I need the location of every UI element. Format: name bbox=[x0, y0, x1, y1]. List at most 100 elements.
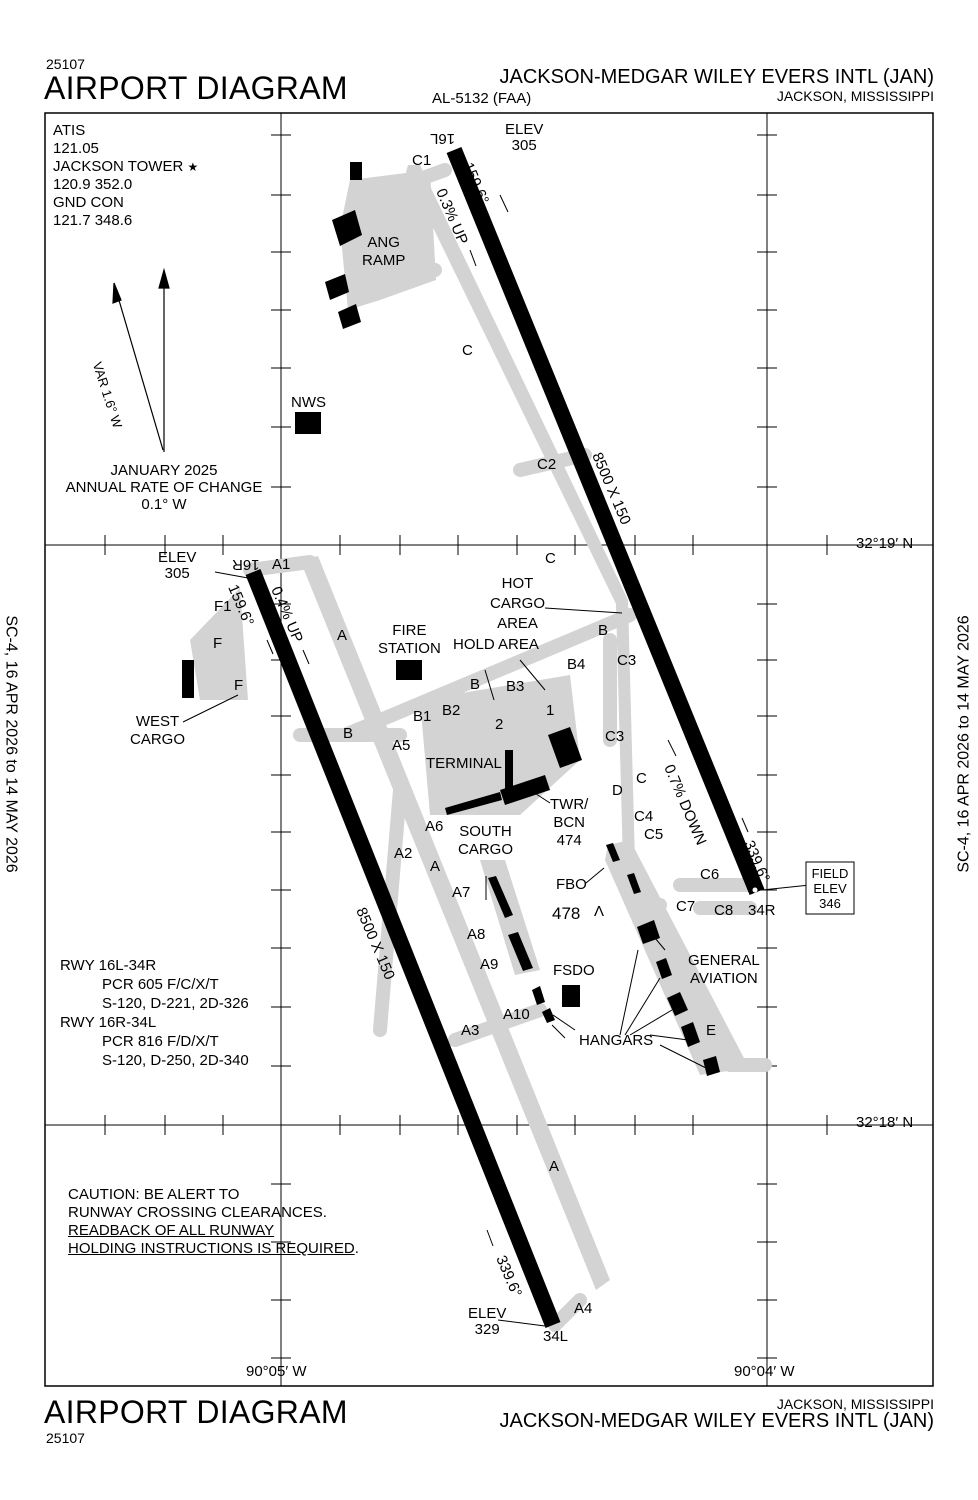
taxiway-C7: C7 bbox=[676, 898, 696, 915]
taxiway-A6: A6 bbox=[425, 818, 444, 835]
west-cargo-building bbox=[182, 660, 194, 698]
obstacle-icon: Λ bbox=[594, 903, 605, 920]
atis-label: ATIS bbox=[53, 122, 86, 139]
rwy-34L-label: 34L bbox=[543, 1328, 569, 1345]
taxiway-C1: C1 bbox=[412, 152, 432, 169]
rwy-34L-elev: ELEV 329 bbox=[468, 1305, 507, 1338]
footer-airport-name: JACKSON-MEDGAR WILEY EVERS INTL (JAN) bbox=[499, 1410, 934, 1432]
fire-station-building bbox=[396, 660, 422, 680]
tower-freq: 120.9 352.0 bbox=[53, 176, 133, 193]
footer-city-state: JACKSON, MISSISSIPPI bbox=[776, 1396, 934, 1412]
star-icon: ★ bbox=[187, 160, 199, 174]
taxiway-C5: C5 bbox=[644, 826, 664, 843]
taxiway-A3: A3 bbox=[461, 1022, 480, 1039]
taxiway-A-north: A bbox=[337, 627, 348, 644]
runway-16L-34R bbox=[446, 146, 765, 896]
taxiway-F1: F1 bbox=[214, 598, 232, 615]
taxiway-D: D bbox=[612, 782, 623, 799]
ang-ramp-label: ANG RAMP bbox=[362, 234, 406, 269]
nws-label: NWS bbox=[291, 394, 326, 411]
taxiway-B-mid: B bbox=[470, 676, 481, 693]
terminal-label: TERMINAL bbox=[426, 755, 502, 772]
magnetic-date: JANUARY 2025 bbox=[110, 462, 218, 479]
nws-building bbox=[295, 412, 321, 434]
obstacle-elev: 478 bbox=[552, 904, 581, 923]
taxiway-F-lower: F bbox=[234, 677, 244, 694]
field-elev-point bbox=[752, 887, 758, 893]
taxiway-B-west: B bbox=[343, 725, 354, 742]
taxiway-B3: B3 bbox=[506, 678, 525, 695]
buildings bbox=[182, 162, 720, 1076]
taxiway-C-south: C bbox=[636, 770, 647, 787]
taxiway-A5: A5 bbox=[392, 737, 411, 754]
lon-left-label: 90°05′ W bbox=[246, 1363, 307, 1380]
taxiway-B-east: B bbox=[598, 622, 609, 639]
taxiway-E: E bbox=[706, 1022, 717, 1039]
city-state: JACKSON, MISSISSIPPI bbox=[776, 88, 934, 104]
taxiway-F-upper: F bbox=[213, 635, 223, 652]
rwy-16R-label: 16R bbox=[232, 556, 260, 573]
caution-block: CAUTION: BE ALERT TO RUNWAY CROSSING CLE… bbox=[68, 1186, 359, 1257]
south-cargo-label: SOUTH CARGO bbox=[458, 823, 514, 858]
taxiway-A-south: A bbox=[549, 1158, 560, 1175]
atis-freq: 121.05 bbox=[53, 140, 99, 157]
hot-cargo-label: HOT CARGO AREA bbox=[490, 575, 546, 632]
fire-station-label: FIRE STATION bbox=[378, 622, 441, 657]
taxiway-C-mid: C bbox=[545, 550, 556, 567]
footer-chart-number: 25107 bbox=[46, 1430, 85, 1446]
gnd-freq: 121.7 348.6 bbox=[53, 212, 133, 229]
magnetic-change-block: JANUARY 2025 ANNUAL RATE OF CHANGE 0.1° … bbox=[64, 462, 264, 513]
taxiway-C3-upper: C3 bbox=[617, 652, 637, 669]
frequency-block: ATIS 121.05 JACKSON TOWER ★ 120.9 352.0 … bbox=[53, 122, 198, 230]
taxiway-A4: A4 bbox=[574, 1300, 593, 1317]
taxiway-A7: A7 bbox=[452, 884, 471, 901]
terminal-tower bbox=[548, 727, 582, 768]
taxiway-B1: B1 bbox=[413, 708, 432, 725]
runway-pcr-block: RWY 16L-34R PCR 605 F/C/X/T S-120, D-221… bbox=[60, 957, 249, 1069]
rate-value: 0.1° W bbox=[141, 496, 187, 513]
lon-right-label: 90°04′ W bbox=[734, 1363, 795, 1380]
taxiway-B2: B2 bbox=[442, 702, 461, 719]
west-cargo-label: WEST CARGO bbox=[130, 713, 186, 748]
taxiway-A9: A9 bbox=[480, 956, 499, 973]
tower-beacon-label: TWR/ BCN 474 bbox=[550, 796, 589, 849]
chart-number: 25107 bbox=[46, 56, 85, 72]
taxiway-A10: A10 bbox=[503, 1006, 530, 1023]
diagram-frame bbox=[44, 112, 934, 1387]
rwy-34R-label: 34R bbox=[748, 902, 776, 919]
rwy-16R-elev: ELEV 305 bbox=[158, 549, 197, 582]
lat-lower-label: 32°18′ N bbox=[856, 1114, 914, 1131]
gnd-label: GND CON bbox=[53, 194, 124, 211]
taxiway-A8: A8 bbox=[467, 926, 486, 943]
lat-upper-label: 32°19′ N bbox=[856, 535, 914, 552]
hold-area-2: 2 bbox=[495, 716, 504, 733]
fsdo-building bbox=[562, 985, 580, 1007]
magnetic-arrows bbox=[112, 267, 170, 452]
taxiway-C-north: C bbox=[462, 342, 473, 359]
field-elev-text: FIELD ELEV 346 bbox=[811, 866, 849, 911]
general-aviation-label: GENERAL AVIATION bbox=[688, 952, 760, 987]
fbo-label: FBO bbox=[556, 876, 587, 893]
rate-label: ANNUAL RATE OF CHANGE bbox=[65, 479, 263, 496]
page-title: AIRPORT DIAGRAM bbox=[44, 70, 348, 106]
taxiway-A-mid: A bbox=[430, 858, 441, 875]
field-elev-box bbox=[805, 861, 855, 915]
hold-area-label: HOLD AREA bbox=[453, 636, 539, 653]
taxiway-A1: A1 bbox=[272, 556, 291, 573]
procedure-id: AL-5132 (FAA) bbox=[432, 90, 532, 107]
taxiway-C8: C8 bbox=[714, 902, 734, 919]
taxiway-B4: B4 bbox=[567, 656, 586, 673]
taxiway-C4: C4 bbox=[634, 808, 654, 825]
rwy-16L-elev: ELEV 305 bbox=[505, 121, 544, 154]
pointer-lines bbox=[182, 184, 811, 1327]
fsdo-label: FSDO bbox=[553, 962, 595, 979]
taxiway-C6: C6 bbox=[700, 866, 720, 883]
tower-label: JACKSON TOWER bbox=[53, 158, 184, 175]
taxiway-C2: C2 bbox=[537, 456, 557, 473]
taxiway-C3-lower: C3 bbox=[605, 728, 625, 745]
hold-area-1: 1 bbox=[546, 702, 555, 719]
footer-title: AIRPORT DIAGRAM bbox=[44, 1394, 348, 1430]
rwy-16L-label: 16L bbox=[430, 130, 456, 147]
airport-name: JACKSON-MEDGAR WILEY EVERS INTL (JAN) bbox=[499, 66, 934, 88]
